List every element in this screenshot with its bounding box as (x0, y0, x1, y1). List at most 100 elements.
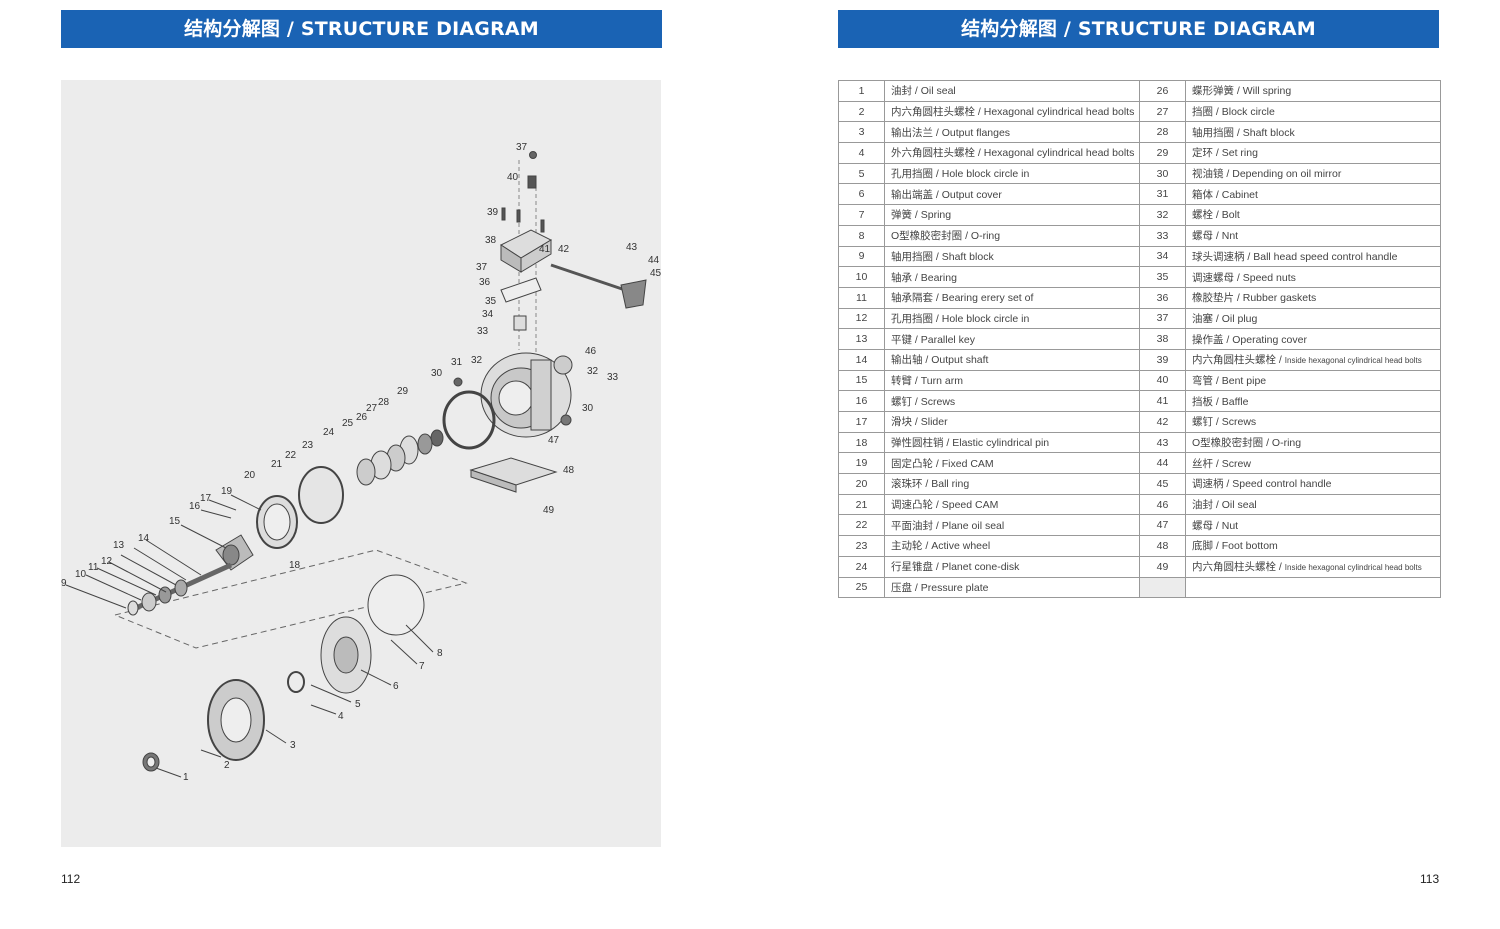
part-name: 定环 / Set ring (1185, 142, 1441, 164)
part-number: 34 (1139, 245, 1186, 268)
part-number: 43 (1139, 431, 1186, 454)
part-number: 20 (838, 473, 885, 495)
callout-6: 6 (393, 681, 399, 692)
callout-22: 22 (285, 450, 297, 461)
part-number: 15 (838, 369, 885, 392)
callout-8: 8 (437, 648, 443, 659)
part-number: 48 (1139, 535, 1186, 557)
callout-26: 26 (356, 412, 368, 423)
callout-32-secondary: 32 (587, 366, 599, 377)
part-number: 25 (838, 576, 885, 599)
part-name: 弯管 / Bent pipe (1185, 369, 1441, 392)
part-name: 平键 / Parallel key (884, 328, 1140, 350)
part-name: 橡胶垫片 / Rubber gaskets (1185, 286, 1441, 309)
callout-28: 28 (378, 397, 390, 408)
part-number (1139, 576, 1186, 599)
part-name: 转臂 / Turn arm (884, 369, 1140, 392)
part-name: 螺母 / Nut (1185, 514, 1441, 537)
part-name: 内六角圆柱头螺栓 / Inside hexagonal cylindrical … (1185, 555, 1441, 578)
callout-5: 5 (355, 699, 361, 710)
part-name: 油封 / Oil seal (1185, 493, 1441, 516)
part-name: 底脚 / Foot bottom (1185, 535, 1441, 557)
callout-37: 37 (476, 262, 488, 273)
part-number: 8 (838, 224, 885, 247)
part-number: 7 (838, 204, 885, 226)
callout-7: 7 (419, 661, 425, 672)
callout-37-secondary: 37 (516, 142, 528, 153)
part-name: 轴承 / Bearing (884, 266, 1140, 288)
callout-20: 20 (244, 470, 256, 481)
part-number: 17 (838, 411, 885, 433)
callout-36: 36 (479, 277, 491, 288)
part-number: 47 (1139, 514, 1186, 537)
part-number: 13 (838, 328, 885, 350)
part-number: 18 (838, 431, 885, 454)
part-number: 14 (838, 348, 885, 371)
callout-10: 10 (75, 569, 87, 580)
part-number: 10 (838, 266, 885, 288)
exploded-view-drawing (65, 151, 647, 778)
callout-9: 9 (61, 578, 67, 589)
callout-46: 46 (585, 346, 597, 357)
callout-labels: 1234567891011121314151617181920212223242… (61, 142, 661, 783)
part-number: 38 (1139, 328, 1186, 350)
part-number: 6 (838, 183, 885, 206)
part-name: 球头调速柄 / Ball head speed control handle (1185, 245, 1441, 268)
callout-33-secondary: 33 (607, 372, 619, 383)
part-number: 27 (1139, 100, 1186, 123)
callout-41: 41 (539, 244, 551, 255)
callout-21: 21 (271, 459, 283, 470)
callout-23: 23 (302, 440, 314, 451)
part-number: 5 (838, 162, 885, 185)
part-number: 24 (838, 555, 885, 578)
part-number: 33 (1139, 224, 1186, 247)
callout-35: 35 (485, 296, 497, 307)
part-name: 弹性圆柱销 / Elastic cylindrical pin (884, 431, 1140, 454)
callout-30-secondary: 30 (582, 403, 594, 414)
part-name: 轴用挡圈 / Shaft block (884, 245, 1140, 268)
part-number: 41 (1139, 390, 1186, 412)
part-name: 孔用挡圈 / Hole block circle in (884, 307, 1140, 330)
callout-27: 27 (366, 403, 378, 414)
part-name: 轴承隔套 / Bearing erery set of (884, 286, 1140, 309)
callout-30: 30 (431, 368, 443, 379)
part-name (1185, 576, 1441, 599)
part-number: 37 (1139, 307, 1186, 330)
part-name: 螺钉 / Screws (884, 390, 1140, 412)
callout-15: 15 (169, 516, 181, 527)
callout-16: 16 (189, 501, 201, 512)
part-number: 30 (1139, 162, 1186, 185)
part-name: 油封 / Oil seal (884, 80, 1140, 102)
left-page-header: 结构分解图 / STRUCTURE DIAGRAM (61, 10, 662, 48)
part-number: 19 (838, 452, 885, 475)
part-name: 丝杆 / Screw (1185, 452, 1441, 475)
part-name: 视油镜 / Depending on oil mirror (1185, 162, 1441, 185)
callout-19: 19 (221, 486, 233, 497)
part-name: 固定凸轮 / Fixed CAM (884, 452, 1140, 475)
part-name: 滚珠环 / Ball ring (884, 473, 1140, 495)
part-name: 蝶形弹簧 / Will spring (1185, 80, 1441, 102)
part-number: 2 (838, 100, 885, 123)
part-name: 滑块 / Slider (884, 411, 1140, 433)
part-name: O型橡胶密封圈 / O-ring (884, 224, 1140, 247)
part-number: 21 (838, 493, 885, 516)
part-name: 外六角圆柱头螺栓 / Hexagonal cylindrical head bo… (884, 142, 1140, 164)
callout-45: 45 (650, 268, 661, 279)
callout-43: 43 (626, 242, 638, 253)
callout-34: 34 (482, 309, 494, 320)
part-name: 输出法兰 / Output flanges (884, 121, 1140, 144)
callout-4: 4 (338, 711, 344, 722)
part-number: 22 (838, 514, 885, 537)
callout-49: 49 (543, 505, 555, 516)
